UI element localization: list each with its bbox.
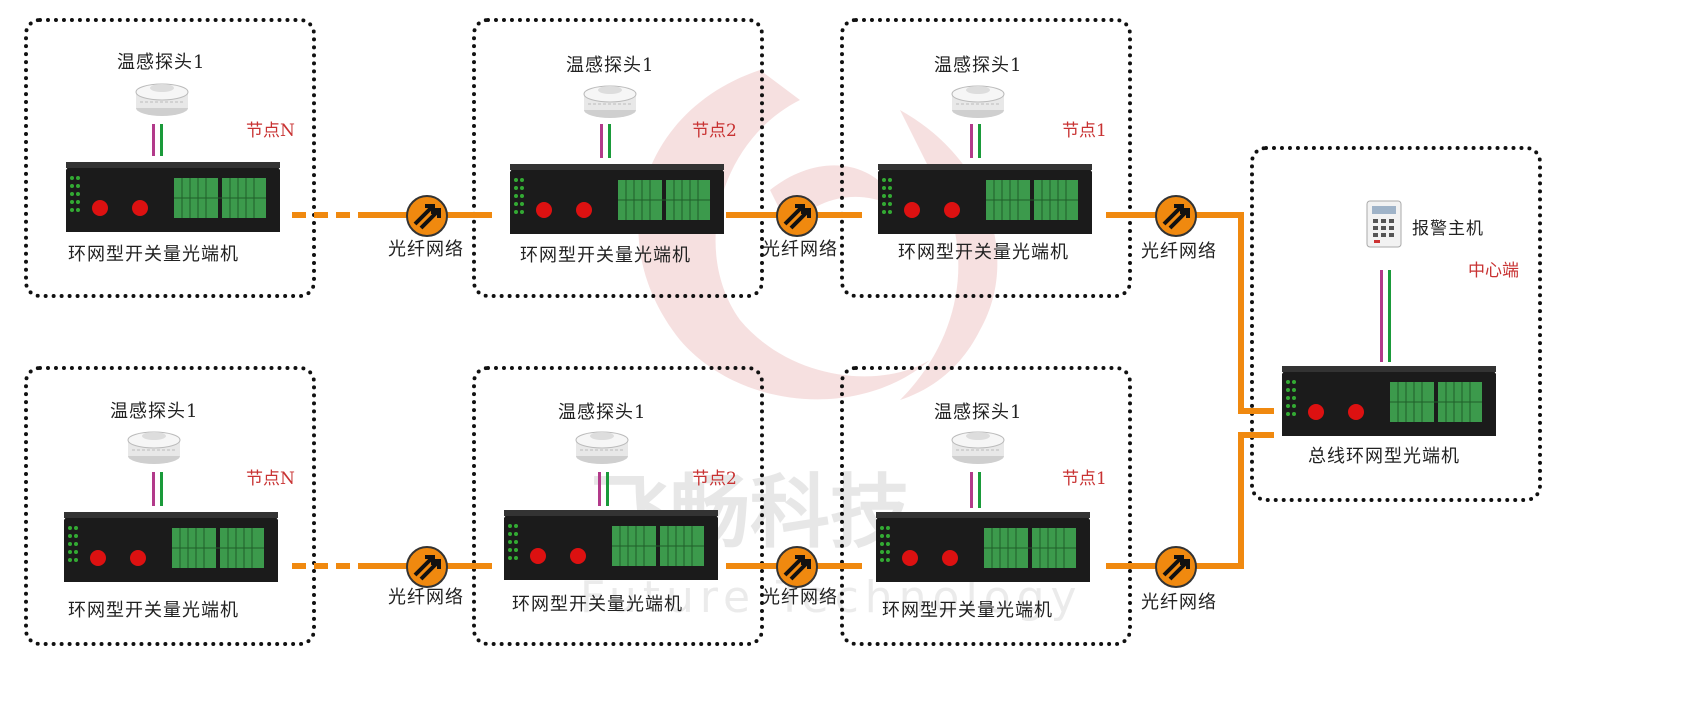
- node-box-bottom-2: [472, 366, 764, 646]
- fiber-network-label: 光纤网络: [1141, 241, 1217, 262]
- wire-magenta: [970, 124, 973, 158]
- node-box-bottom-1: [840, 366, 1132, 646]
- device-label: 环网型开关量光端机: [512, 594, 683, 615]
- fiber-network-label: 光纤网络: [762, 587, 838, 608]
- fiber-network-label: 光纤网络: [388, 587, 464, 608]
- wire-magenta: [152, 124, 155, 156]
- fiber-network-label: 光纤网络: [762, 239, 838, 260]
- alarm-keypad-icon: [1366, 200, 1402, 248]
- wire-magenta: [598, 472, 601, 506]
- node-box-bottom-n: [24, 366, 316, 646]
- fiber-network-icon: [776, 195, 818, 237]
- smoke-sensor-icon: [135, 83, 189, 116]
- wire-green: [606, 472, 609, 506]
- node-label: 节点N: [246, 469, 295, 489]
- node-label: 节点1: [1062, 121, 1107, 141]
- optical-transceiver-device: [878, 164, 1092, 234]
- fiber-network-icon: [776, 546, 818, 588]
- optical-transceiver-device: [66, 162, 280, 232]
- fiber-network-icon: [406, 195, 448, 237]
- optical-transceiver-device: [64, 512, 278, 582]
- wire-green: [160, 124, 163, 156]
- node-label: 节点1: [1062, 469, 1107, 489]
- fiber-horizontal-top-center: [1238, 408, 1274, 414]
- sensor-label: 温感探头1: [934, 55, 1023, 76]
- sensor-label: 温感探头1: [110, 401, 199, 422]
- wire-green: [978, 472, 981, 508]
- fiber-network-icon: [1155, 546, 1197, 588]
- wire-magenta: [152, 472, 155, 506]
- wire-green: [608, 124, 611, 158]
- node-label: 节点2: [692, 469, 737, 489]
- device-label: 环网型开关量光端机: [882, 600, 1053, 621]
- smoke-sensor-icon: [583, 85, 637, 118]
- smoke-sensor-icon: [127, 431, 181, 464]
- smoke-sensor-icon: [951, 85, 1005, 118]
- bus-device-label: 总线环网型光端机: [1308, 446, 1460, 467]
- fiber-vertical-top: [1238, 212, 1244, 414]
- device-label: 环网型开关量光端机: [68, 244, 239, 265]
- sensor-label: 温感探头1: [117, 52, 206, 73]
- alarm-host-label: 报警主机: [1412, 219, 1484, 239]
- fiber-dashed-bottom: [292, 563, 364, 569]
- node-box-top-1: [840, 18, 1132, 298]
- bus-ring-transceiver-device: [1282, 366, 1496, 436]
- device-label: 环网型开关量光端机: [520, 245, 691, 266]
- center-label: 中心端: [1468, 261, 1519, 281]
- wire-green: [1388, 270, 1391, 362]
- wire-magenta: [600, 124, 603, 158]
- fiber-horizontal-bottom-center: [1238, 432, 1274, 438]
- fiber-network-icon: [1155, 195, 1197, 237]
- smoke-sensor-icon: [951, 431, 1005, 464]
- wire-green: [978, 124, 981, 158]
- fiber-vertical-bottom: [1238, 432, 1244, 569]
- node-box-top-n: [24, 18, 316, 298]
- node-box-top-2: [472, 18, 764, 298]
- sensor-label: 温感探头1: [566, 55, 655, 76]
- fiber-dashed-top: [292, 212, 364, 218]
- device-label: 环网型开关量光端机: [68, 600, 239, 621]
- device-label: 环网型开关量光端机: [898, 242, 1069, 263]
- fiber-network-label: 光纤网络: [388, 239, 464, 260]
- wire-green: [160, 472, 163, 506]
- optical-transceiver-device: [876, 512, 1090, 582]
- fiber-network-label: 光纤网络: [1141, 592, 1217, 613]
- smoke-sensor-icon: [575, 431, 629, 464]
- sensor-label: 温感探头1: [934, 402, 1023, 423]
- fiber-network-icon: [406, 546, 448, 588]
- node-label: 节点2: [692, 121, 737, 141]
- wire-magenta: [970, 472, 973, 508]
- node-label: 节点N: [246, 121, 295, 141]
- optical-transceiver-device: [504, 510, 718, 580]
- wire-magenta: [1380, 270, 1383, 362]
- sensor-label: 温感探头1: [558, 402, 647, 423]
- optical-transceiver-device: [510, 164, 724, 234]
- center-box: [1250, 146, 1542, 502]
